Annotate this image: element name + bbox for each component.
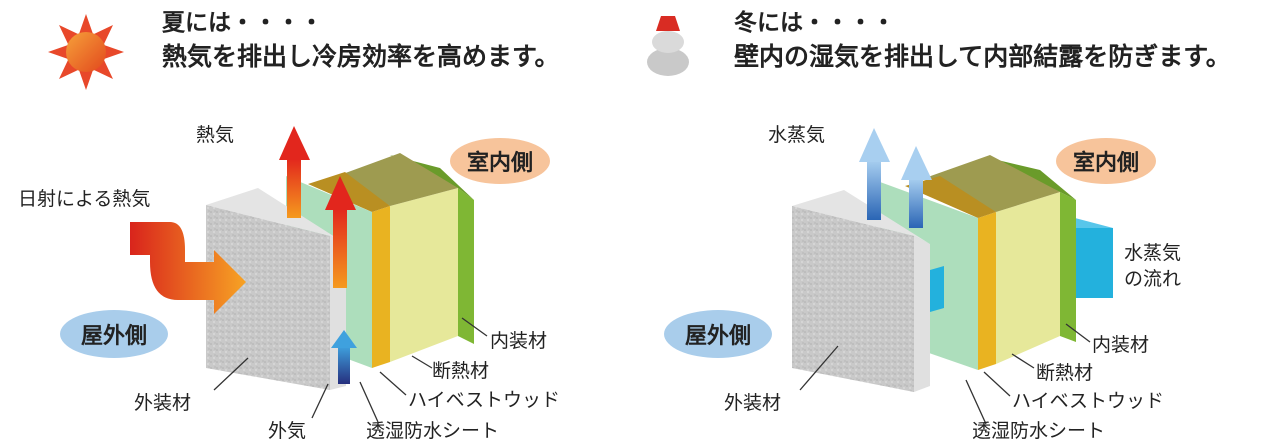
label-moisture-sheet-winter: 透湿防水シート [972, 420, 1106, 442]
label-insulation-summer: 断熱材 [432, 360, 490, 382]
vapor-arrow-right [901, 146, 932, 228]
snowman-icon [647, 16, 689, 76]
label-vapor-flow-line1: 水蒸気 [1124, 242, 1182, 264]
summer-heading-line2: 熱気を排出し冷房効率を高めます。 [162, 42, 560, 71]
label-water-vapor: 水蒸気 [768, 124, 826, 146]
hot-air-arrow-left [279, 126, 310, 218]
label-moisture-sheet-summer: 透湿防水シート [366, 420, 500, 442]
label-hot-air: 熱気 [196, 124, 235, 146]
indoor-badge-summer: 室内側 [450, 138, 550, 184]
label-hybest-wood-winter: ハイベストウッド [1012, 390, 1165, 412]
summer-leader-lines [213, 317, 488, 423]
label-interior-material-winter: 内装材 [1092, 334, 1150, 356]
outdoor-badge-summer: 屋外側 [60, 310, 168, 358]
label-insulation-winter: 断熱材 [1036, 362, 1094, 384]
winter-heading-line2: 壁内の湿気を排出して内部結露を防ぎます。 [734, 42, 1231, 71]
label-hybest-wood-summer: ハイベストウッド [408, 389, 561, 411]
solar-heat-arrow [130, 222, 246, 314]
winter-leader-lines [799, 323, 1091, 425]
indoor-badge-winter: 室内側 [1056, 138, 1156, 184]
label-exterior-material-summer: 外装材 [134, 392, 192, 414]
label-outside-air: 外気 [268, 420, 307, 442]
label-vapor-flow-line2: の流れ [1124, 268, 1182, 290]
sun-icon [48, 14, 124, 90]
summer-heading: 夏には・・・・ 熱気を排出し冷房効率を高めます。 [162, 6, 560, 74]
summer-heading-line1: 夏には・・・・ [162, 10, 323, 36]
label-solar-heat: 日射による熱気 [18, 188, 151, 210]
outside-air-arrow [331, 330, 357, 384]
winter-heading: 冬には・・・・ 壁内の湿気を排出して内部結露を防ぎます。 [734, 6, 1231, 74]
vapor-arrow-left [859, 128, 890, 220]
label-interior-material-summer: 内装材 [490, 330, 548, 352]
hot-air-arrow-right [325, 176, 356, 288]
label-exterior-material-winter: 外装材 [724, 392, 782, 414]
outdoor-badge-winter: 屋外側 [664, 310, 772, 358]
winter-wall [792, 155, 1113, 392]
winter-heading-line1: 冬には・・・・ [734, 10, 895, 36]
